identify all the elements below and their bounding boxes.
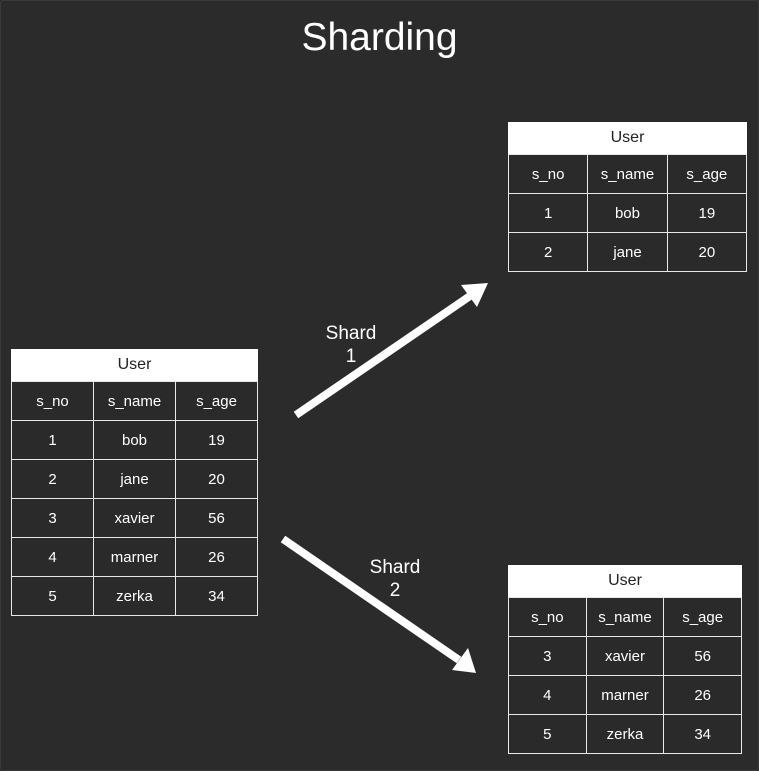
table-row: 3 xavier 56 — [11, 498, 258, 538]
shard-2-label: Shard 2 — [360, 556, 430, 602]
table-cell: zerka — [93, 576, 176, 616]
table-caption: User — [11, 349, 258, 381]
shard-1-arrowhead — [461, 283, 488, 307]
table-cell: 34 — [175, 576, 258, 616]
column-header: s_name — [587, 154, 668, 194]
column-header: s_age — [666, 154, 748, 194]
column-header: s_name — [585, 597, 665, 637]
table-row: 5 zerka 34 — [508, 714, 742, 754]
header-row: s_no s_name s_age — [11, 381, 258, 421]
page-title: Sharding — [301, 16, 458, 59]
shard-2-arrow-shaft — [280, 535, 462, 664]
table-row: 1 bob 19 — [507, 193, 748, 233]
table-cell: 26 — [175, 537, 258, 577]
table-row: 4 marner 26 — [508, 675, 742, 715]
table-cell: 3 — [508, 636, 587, 676]
table-cell: xavier — [93, 498, 176, 538]
header-row: s_no s_name s_age — [507, 154, 748, 194]
table-cell: 3 — [11, 498, 94, 538]
table-cell: 56 — [175, 498, 258, 538]
table-cell: zerka — [585, 714, 665, 754]
table-row: 2 jane 20 — [507, 232, 748, 272]
table-caption: User — [508, 122, 747, 154]
shard-1-label-line1: Shard — [325, 323, 377, 344]
table-cell: 56 — [663, 636, 742, 676]
table-cell: 26 — [663, 675, 742, 715]
header-row: s_no s_name s_age — [508, 597, 742, 637]
table-caption: User — [508, 565, 742, 597]
column-header: s_age — [175, 381, 258, 421]
table-cell: xavier — [585, 636, 665, 676]
table-cell: bob — [587, 193, 668, 233]
shard-2-label-line2: 2 — [389, 580, 401, 601]
table-cell: 1 — [507, 193, 589, 233]
table-cell: marner — [585, 675, 665, 715]
shard-1-arrow-shaft — [293, 292, 473, 419]
table-row: 4 marner 26 — [11, 537, 258, 577]
user-table-shard-2: User s_no s_name s_age 3 xavier 56 4 mar… — [508, 565, 742, 754]
table-cell: bob — [93, 420, 176, 460]
table-cell: marner — [93, 537, 176, 577]
shard-2-arrowhead — [452, 648, 476, 673]
table-cell: 2 — [507, 232, 589, 272]
table-row: 5 zerka 34 — [11, 576, 258, 616]
table-cell: 2 — [11, 459, 94, 499]
table-cell: 1 — [11, 420, 94, 460]
shard-1-label: Shard 1 — [316, 322, 386, 368]
shard-2-arrow — [280, 535, 476, 673]
shard-1-arrow — [293, 283, 488, 419]
table-cell: 4 — [11, 537, 94, 577]
table-row: 3 xavier 56 — [508, 636, 742, 676]
table-cell: 34 — [663, 714, 742, 754]
table-cell: 19 — [666, 193, 748, 233]
user-table-shard-1: User s_no s_name s_age 1 bob 19 2 jane 2… — [507, 122, 748, 272]
table-cell: 5 — [508, 714, 587, 754]
table-cell: jane — [587, 232, 668, 272]
column-header: s_age — [663, 597, 742, 637]
table-row: 1 bob 19 — [11, 420, 258, 460]
table-cell: 19 — [175, 420, 258, 460]
shard-2-label-line1: Shard — [369, 557, 421, 578]
user-table-main: User s_no s_name s_age 1 bob 19 2 jane 2… — [11, 349, 258, 616]
shard-1-label-line2: 1 — [345, 346, 357, 367]
table-cell: 20 — [666, 232, 748, 272]
